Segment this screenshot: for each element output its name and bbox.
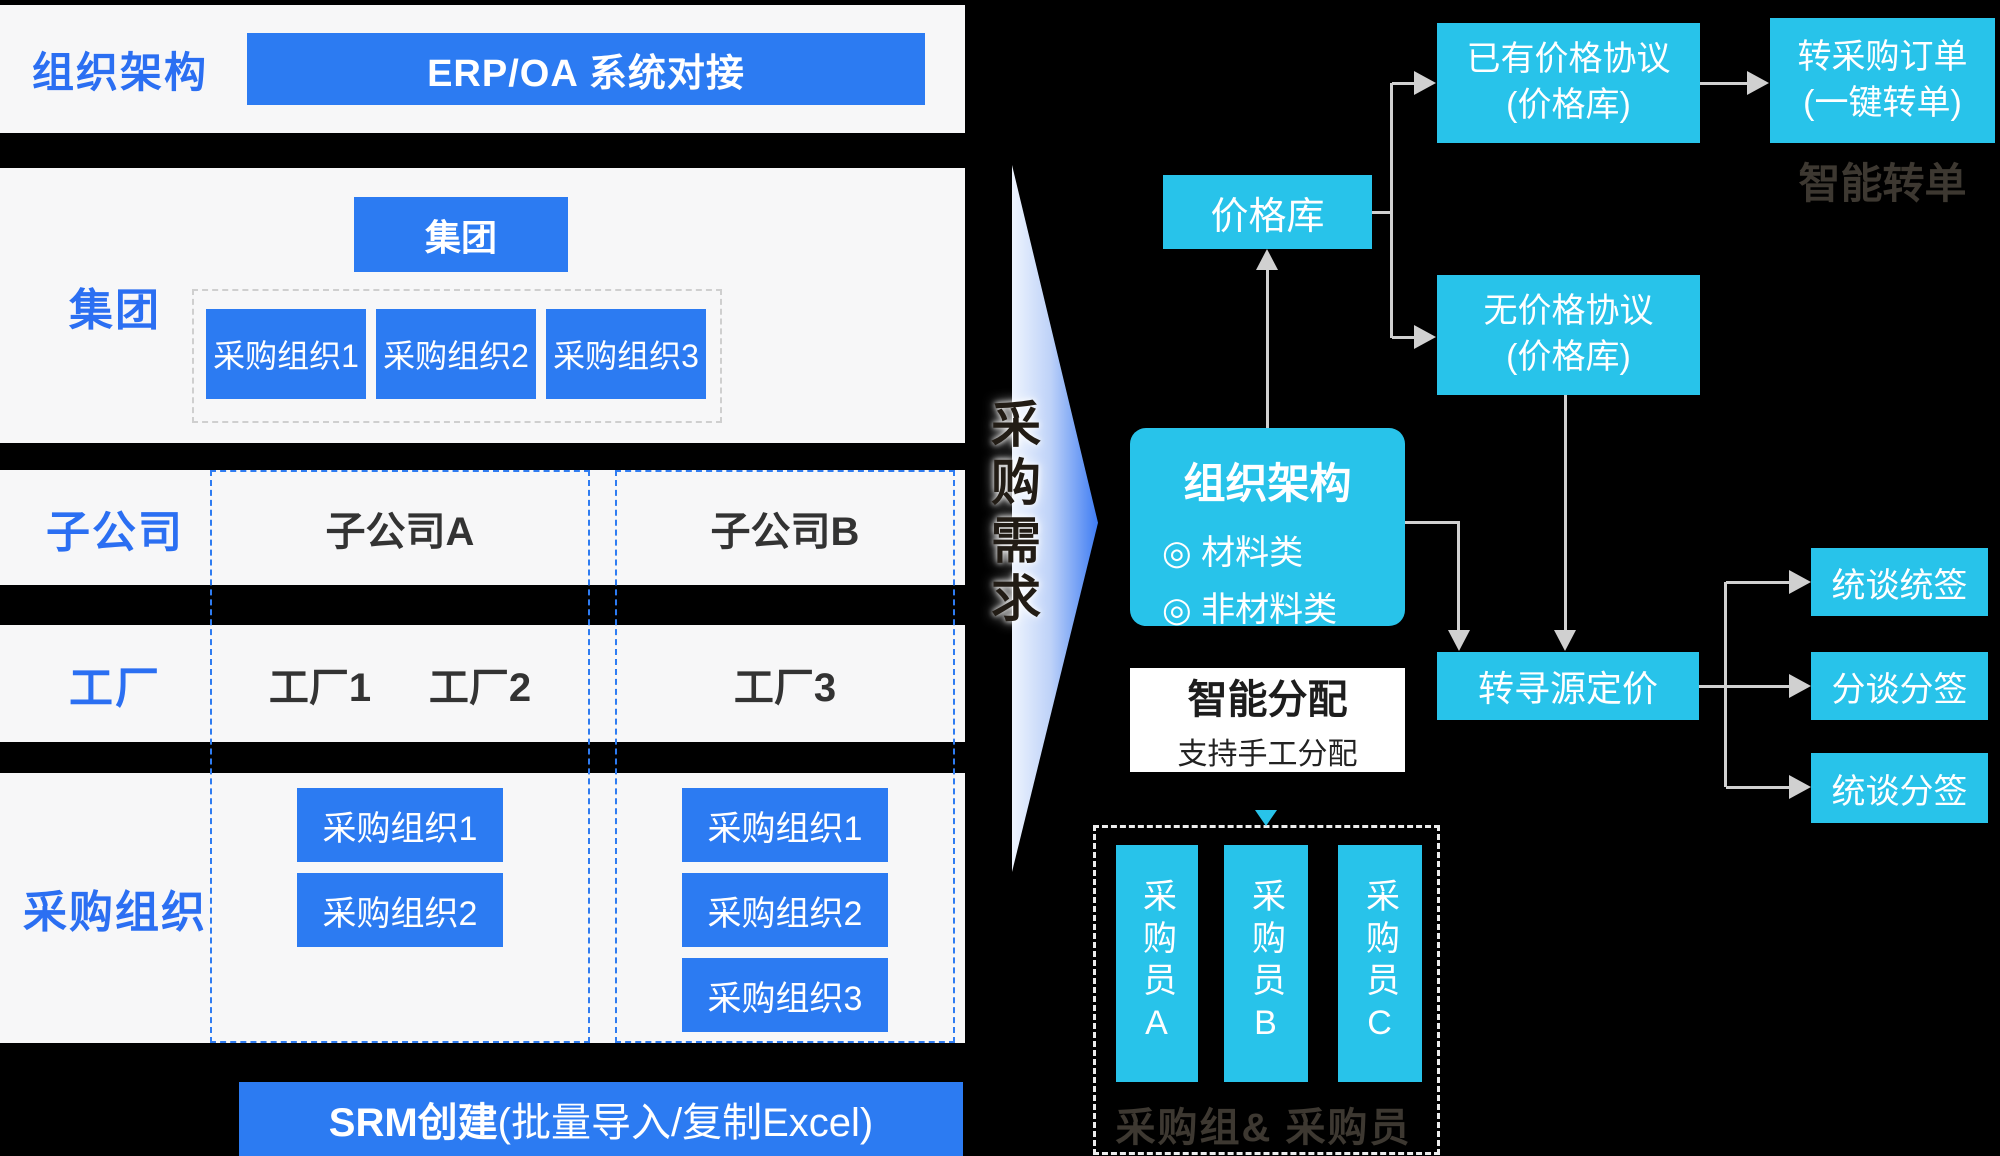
factory-1-text: 工厂1 bbox=[268, 665, 372, 710]
col-b-purchase-org-1: 采购组织1 bbox=[682, 788, 888, 862]
buyer-a-box: 采购员A bbox=[1116, 845, 1198, 1082]
connector-sign-trunk bbox=[1724, 582, 1727, 787]
connector-pricelib-right bbox=[1372, 211, 1392, 214]
purchase-org-row-label: 采购组织 bbox=[23, 888, 207, 937]
has-price-agreement-line1: 已有价格协议 bbox=[1466, 40, 1671, 79]
group-purchase-org-1: 采购组织1 bbox=[206, 309, 366, 399]
org-structure-bullet-non-material: ◎ 非材料类 bbox=[1162, 591, 1338, 629]
no-price-agreement-line1: 无价格协议 bbox=[1483, 292, 1654, 331]
factory-2-text: 工厂2 bbox=[428, 665, 532, 710]
to-sourcing-box: 转寻源定价 bbox=[1437, 652, 1699, 720]
connector-noagreement-to-sourcing bbox=[1564, 395, 1567, 631]
col-a-purchase-org-1: 采购组织1 bbox=[297, 788, 503, 862]
factory-row-label: 工厂 bbox=[69, 663, 161, 713]
srm-create-bar: SRM创建(批量导入/复制Excel) bbox=[239, 1082, 963, 1156]
transfer-po-line2: (一键转单) bbox=[1803, 83, 1962, 122]
org-structure-bullet-material: ◎ 材料类 bbox=[1162, 534, 1304, 572]
group-box: 集团 bbox=[354, 197, 568, 272]
connector-org-right bbox=[1405, 521, 1460, 524]
connector-trunk-left bbox=[1390, 83, 1393, 338]
demand-arrow-label: 采购需求 bbox=[984, 398, 1040, 630]
subsidiary-row bbox=[0, 470, 965, 585]
factory-3-text: 工厂3 bbox=[733, 665, 837, 710]
arrowhead-sign-1 bbox=[1789, 570, 1811, 594]
smart-assign-title: 智能分配 bbox=[1187, 678, 1348, 722]
col-a-purchase-org-2: 采购组织2 bbox=[297, 873, 503, 947]
sign-mode-1-box: 统谈统签 bbox=[1811, 548, 1988, 616]
buyer-c-label: 采购员C bbox=[1360, 877, 1399, 1050]
group-purchase-orgs-container bbox=[192, 289, 722, 423]
buyer-c-box: 采购员C bbox=[1338, 845, 1422, 1082]
srm-create-rest-text: (批量导入/复制Excel) bbox=[497, 1101, 874, 1145]
transfer-po-box: 转采购订单 (一键转单) bbox=[1770, 18, 1995, 143]
subsidiary-b-text: 子公司B bbox=[710, 509, 860, 554]
arrowhead-agreement-to-po bbox=[1747, 71, 1769, 95]
arrowhead-sign-3 bbox=[1789, 775, 1811, 799]
connector-to-no-agreement bbox=[1392, 336, 1415, 339]
buyer-group-label: 采购组& 采购员 bbox=[1115, 1106, 1412, 1150]
arrowhead-to-has-agreement bbox=[1414, 71, 1436, 95]
connector-sign-branch-1 bbox=[1726, 581, 1790, 584]
org-structure-flow-title: 组织架构 bbox=[1183, 460, 1352, 507]
subsidiary-a-text: 子公司A bbox=[325, 509, 475, 554]
connector-sign-branch-3 bbox=[1726, 786, 1790, 789]
buyer-b-label: 采购员B bbox=[1246, 877, 1285, 1050]
buyer-b-box: 采购员B bbox=[1224, 845, 1308, 1082]
smart-transfer-label: 智能转单 bbox=[1798, 160, 1967, 207]
connector-agreement-to-po bbox=[1700, 82, 1748, 85]
connector-to-has-agreement bbox=[1392, 82, 1415, 85]
arrowhead-noagreement-to-sourcing bbox=[1554, 630, 1576, 651]
col-b-purchase-org-2: 采购组织2 bbox=[682, 873, 888, 947]
down-triangle-icon bbox=[1255, 810, 1277, 826]
no-price-agreement-box: 无价格协议 (价格库) bbox=[1437, 275, 1700, 395]
erp-oa-bar: ERP/OA 系统对接 bbox=[247, 33, 925, 105]
arrowhead-sign-2 bbox=[1789, 674, 1811, 698]
buyer-a-label: 采购员A bbox=[1137, 877, 1176, 1050]
no-price-agreement-line2: (价格库) bbox=[1506, 338, 1631, 376]
connector-sourcing-right bbox=[1699, 685, 1727, 688]
has-price-agreement-line2: (价格库) bbox=[1506, 86, 1631, 124]
group-purchase-org-3: 采购组织3 bbox=[546, 309, 706, 399]
sign-mode-2-box: 分谈分签 bbox=[1811, 652, 1988, 720]
connector-org-to-pricelib bbox=[1266, 268, 1269, 428]
price-library-box: 价格库 bbox=[1163, 175, 1372, 249]
has-price-agreement-box: 已有价格协议 (价格库) bbox=[1437, 23, 1700, 143]
sign-mode-3-box: 统谈分签 bbox=[1811, 753, 1988, 823]
arrowhead-org-to-sourcing bbox=[1448, 630, 1470, 651]
arrowhead-org-to-pricelib bbox=[1256, 249, 1278, 270]
connector-sign-branch-2 bbox=[1726, 685, 1790, 688]
connector-org-down bbox=[1457, 521, 1460, 631]
transfer-po-line1: 转采购订单 bbox=[1797, 37, 1968, 76]
org-structure-row-label: 组织架构 bbox=[31, 48, 208, 96]
srm-create-bold-text: SRM创建 bbox=[328, 1101, 498, 1145]
org-structure-flow-box: 组织架构 ◎ 材料类 ◎ 非材料类 bbox=[1130, 428, 1405, 629]
factory-row bbox=[0, 625, 965, 742]
arrowhead-to-no-agreement bbox=[1414, 325, 1436, 349]
group-row-label: 集团 bbox=[69, 285, 161, 335]
group-purchase-org-2: 采购组织2 bbox=[376, 309, 536, 399]
smart-assign-box: 智能分配 支持手工分配 bbox=[1130, 668, 1405, 772]
buyer-group-container bbox=[1093, 825, 1440, 1155]
subsidiary-row-label: 子公司 bbox=[46, 507, 184, 557]
col-b-purchase-org-3: 采购组织3 bbox=[682, 958, 888, 1032]
smart-assign-subtitle: 支持手工分配 bbox=[1177, 738, 1358, 771]
